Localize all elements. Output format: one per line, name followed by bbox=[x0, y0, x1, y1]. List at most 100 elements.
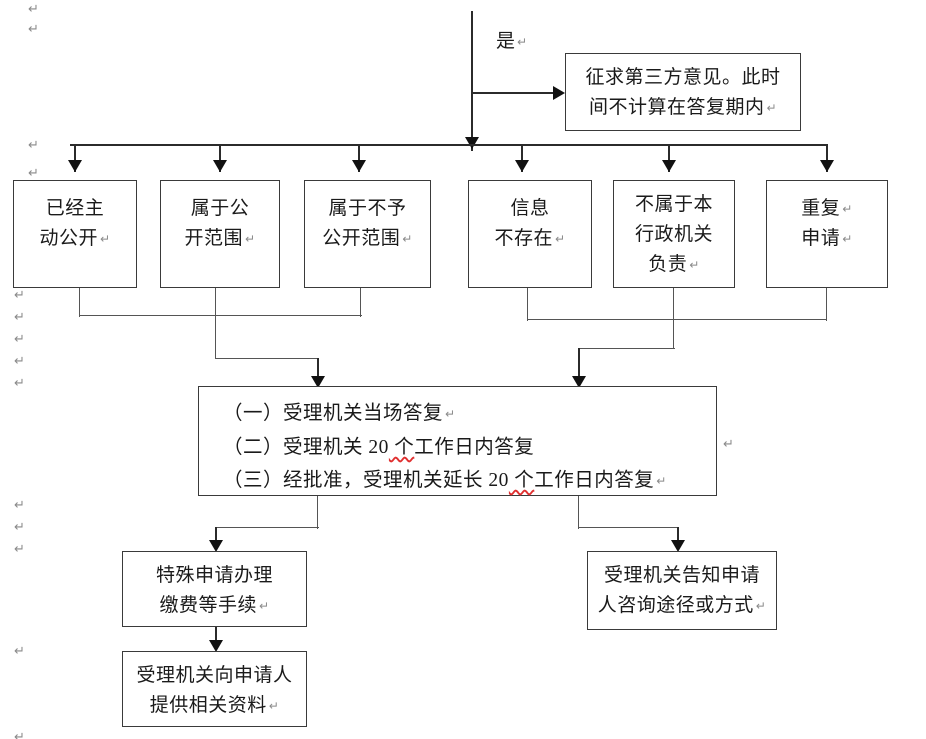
node-line: 行政机关 bbox=[634, 224, 713, 245]
paragraph-mark: ↵ bbox=[14, 730, 25, 739]
arrowhead-non-public-scope bbox=[352, 160, 366, 172]
node-line: 开范围↵ bbox=[184, 228, 256, 249]
node-line: 缴费等手续↵ bbox=[159, 595, 270, 616]
connector-drop-non-public-scope bbox=[358, 144, 360, 172]
node-line: 特殊申请办理 bbox=[155, 565, 273, 586]
paragraph-mark: ↵ bbox=[14, 542, 25, 557]
arrowhead-trunk-to-bus bbox=[465, 137, 479, 149]
node-line: （三）经批准，受理机关延长 20 个工作日内答复↵ bbox=[223, 470, 667, 491]
paragraph-mark: ↵ bbox=[14, 520, 25, 535]
connector-reply-to-inform-stub bbox=[578, 496, 580, 529]
paragraph-mark: ↵ bbox=[14, 332, 25, 347]
connector-merge-left-from-within-public-scope bbox=[215, 288, 217, 359]
paragraph-mark: ↵ bbox=[842, 232, 853, 246]
arrowhead-within-public-scope bbox=[213, 160, 227, 172]
label-yes-branch: 是↵ bbox=[496, 31, 528, 52]
arrowhead-into-inform-channels bbox=[671, 540, 685, 552]
connector-main-trunk-vertical bbox=[471, 11, 473, 151]
node-line: 已经主 bbox=[45, 198, 105, 219]
node-line: 不属于本 bbox=[634, 194, 713, 215]
node-line: 受理机关向申请人 bbox=[136, 665, 293, 686]
spellcheck-marked-text: 个 bbox=[388, 437, 415, 458]
connector-drop-not-this-authority bbox=[668, 144, 670, 172]
paragraph-mark: ↵ bbox=[268, 699, 280, 713]
connector-special-fee-to-provide-materials bbox=[215, 627, 217, 649]
paragraph-mark: ↵ bbox=[14, 376, 25, 391]
connector-reply-to-special-fee-horizontal bbox=[215, 527, 319, 529]
paragraph-mark: ↵ bbox=[445, 407, 456, 421]
connector-drop-already-disclosed bbox=[74, 144, 76, 172]
node-already-disclosed[interactable]: 已经主 动公开↵ bbox=[13, 180, 137, 288]
node-information-not-exist[interactable]: 信息 不存在↵ bbox=[468, 180, 592, 288]
arrowhead-duplicate-application bbox=[820, 160, 834, 172]
paragraph-mark: ↵ bbox=[28, 166, 39, 181]
paragraph-mark: ↵ bbox=[517, 35, 528, 49]
arrowhead-already-disclosed bbox=[68, 160, 82, 172]
connector-distribution-bus bbox=[70, 144, 827, 146]
node-line: 重复↵ bbox=[801, 198, 853, 219]
arrowhead-into-provide-materials bbox=[209, 640, 223, 652]
connector-reply-to-special-fee-stub bbox=[317, 496, 319, 529]
node-non-public-scope[interactable]: 属于不予 公开范围↵ bbox=[304, 180, 431, 288]
arrowhead-into-special-fee bbox=[209, 540, 223, 552]
paragraph-mark: ↵ bbox=[28, 138, 39, 153]
paragraph-mark: ↵ bbox=[14, 644, 25, 659]
connector-merge-left-drop bbox=[317, 358, 319, 386]
connector-merge-right-from-duplicate-application bbox=[826, 288, 828, 321]
connector-merge-right-bus bbox=[527, 319, 827, 321]
connector-reply-to-inform-horizontal bbox=[578, 527, 678, 529]
node-line: （一）受理机关当场答复↵ bbox=[223, 403, 456, 424]
paragraph-mark: ↵ bbox=[99, 232, 111, 246]
connector-trunk-to-third-party bbox=[471, 92, 559, 94]
paragraph-mark: ↵ bbox=[689, 258, 700, 272]
node-line: 信息 bbox=[510, 198, 550, 219]
node-reply-methods[interactable]: （一）受理机关当场答复↵ （二）受理机关 20 个工作日内答复 （三）经批准，受… bbox=[198, 386, 717, 496]
connector-merge-right-drop bbox=[578, 348, 580, 386]
node-line: 属于公 bbox=[190, 198, 250, 219]
node-not-this-authority[interactable]: 不属于本 行政机关 负责↵ bbox=[613, 180, 735, 288]
node-inform-inquiry-channels[interactable]: 受理机关告知申请 人咨询途径或方式↵ bbox=[587, 551, 777, 630]
arrowhead-not-this-authority bbox=[662, 160, 676, 172]
node-line: 属于不予 bbox=[328, 198, 407, 219]
spellcheck-marked-text: 个 bbox=[508, 470, 535, 491]
node-line: 受理机关告知申请 bbox=[603, 565, 760, 586]
paragraph-mark: ↵ bbox=[14, 288, 25, 303]
connector-merge-right-from-not-this-authority bbox=[673, 288, 675, 349]
node-line: 不存在↵ bbox=[494, 228, 566, 249]
connector-merge-left-from-already-disclosed bbox=[79, 288, 81, 317]
node-line: 申请↵ bbox=[801, 228, 853, 249]
connector-reply-to-special-fee-drop bbox=[215, 527, 217, 549]
connector-drop-duplicate-application bbox=[826, 144, 828, 172]
node-duplicate-application[interactable]: 重复↵ 申请↵ bbox=[766, 180, 888, 288]
node-line: 动公开↵ bbox=[39, 228, 111, 249]
paragraph-mark: ↵ bbox=[244, 232, 256, 246]
node-line: 提供相关资料↵ bbox=[149, 695, 280, 716]
arrowhead-right-into-reply-methods bbox=[572, 376, 586, 388]
connector-drop-within-public-scope bbox=[219, 144, 221, 172]
arrowhead-to-third-party bbox=[553, 86, 565, 100]
node-line: 间不计算在答复期内↵ bbox=[588, 97, 778, 118]
connector-merge-right-to-drop bbox=[578, 348, 675, 350]
paragraph-mark: ↵ bbox=[14, 310, 25, 325]
arrowhead-information-not-exist bbox=[515, 160, 529, 172]
node-third-party-consult[interactable]: 征求第三方意见。此时 间不计算在答复期内↵ bbox=[565, 53, 801, 131]
arrowhead-left-into-reply-methods bbox=[311, 376, 325, 388]
connector-merge-left-to-drop bbox=[215, 358, 319, 360]
node-line: 公开范围↵ bbox=[322, 228, 413, 249]
paragraph-mark: ↵ bbox=[842, 202, 853, 216]
paragraph-mark: ↵ bbox=[28, 2, 39, 17]
node-line: 征求第三方意见。此时 bbox=[585, 67, 781, 88]
paragraph-mark: ↵ bbox=[402, 232, 413, 246]
paragraph-mark: ↵ bbox=[258, 599, 270, 613]
node-within-public-scope[interactable]: 属于公 开范围↵ bbox=[160, 180, 280, 288]
connector-merge-left-from-non-public-scope bbox=[360, 288, 362, 317]
paragraph-mark: ↵ bbox=[656, 474, 667, 488]
node-provide-materials[interactable]: 受理机关向申请人 提供相关资料↵ bbox=[122, 651, 307, 727]
paragraph-mark: ↵ bbox=[766, 101, 778, 115]
paragraph-mark: ↵ bbox=[14, 498, 25, 513]
paragraph-mark: ↵ bbox=[14, 354, 25, 369]
node-line: 负责↵ bbox=[648, 254, 700, 275]
connector-reply-to-inform-drop bbox=[677, 527, 679, 549]
node-special-application-fee[interactable]: 特殊申请办理 缴费等手续↵ bbox=[122, 551, 307, 627]
